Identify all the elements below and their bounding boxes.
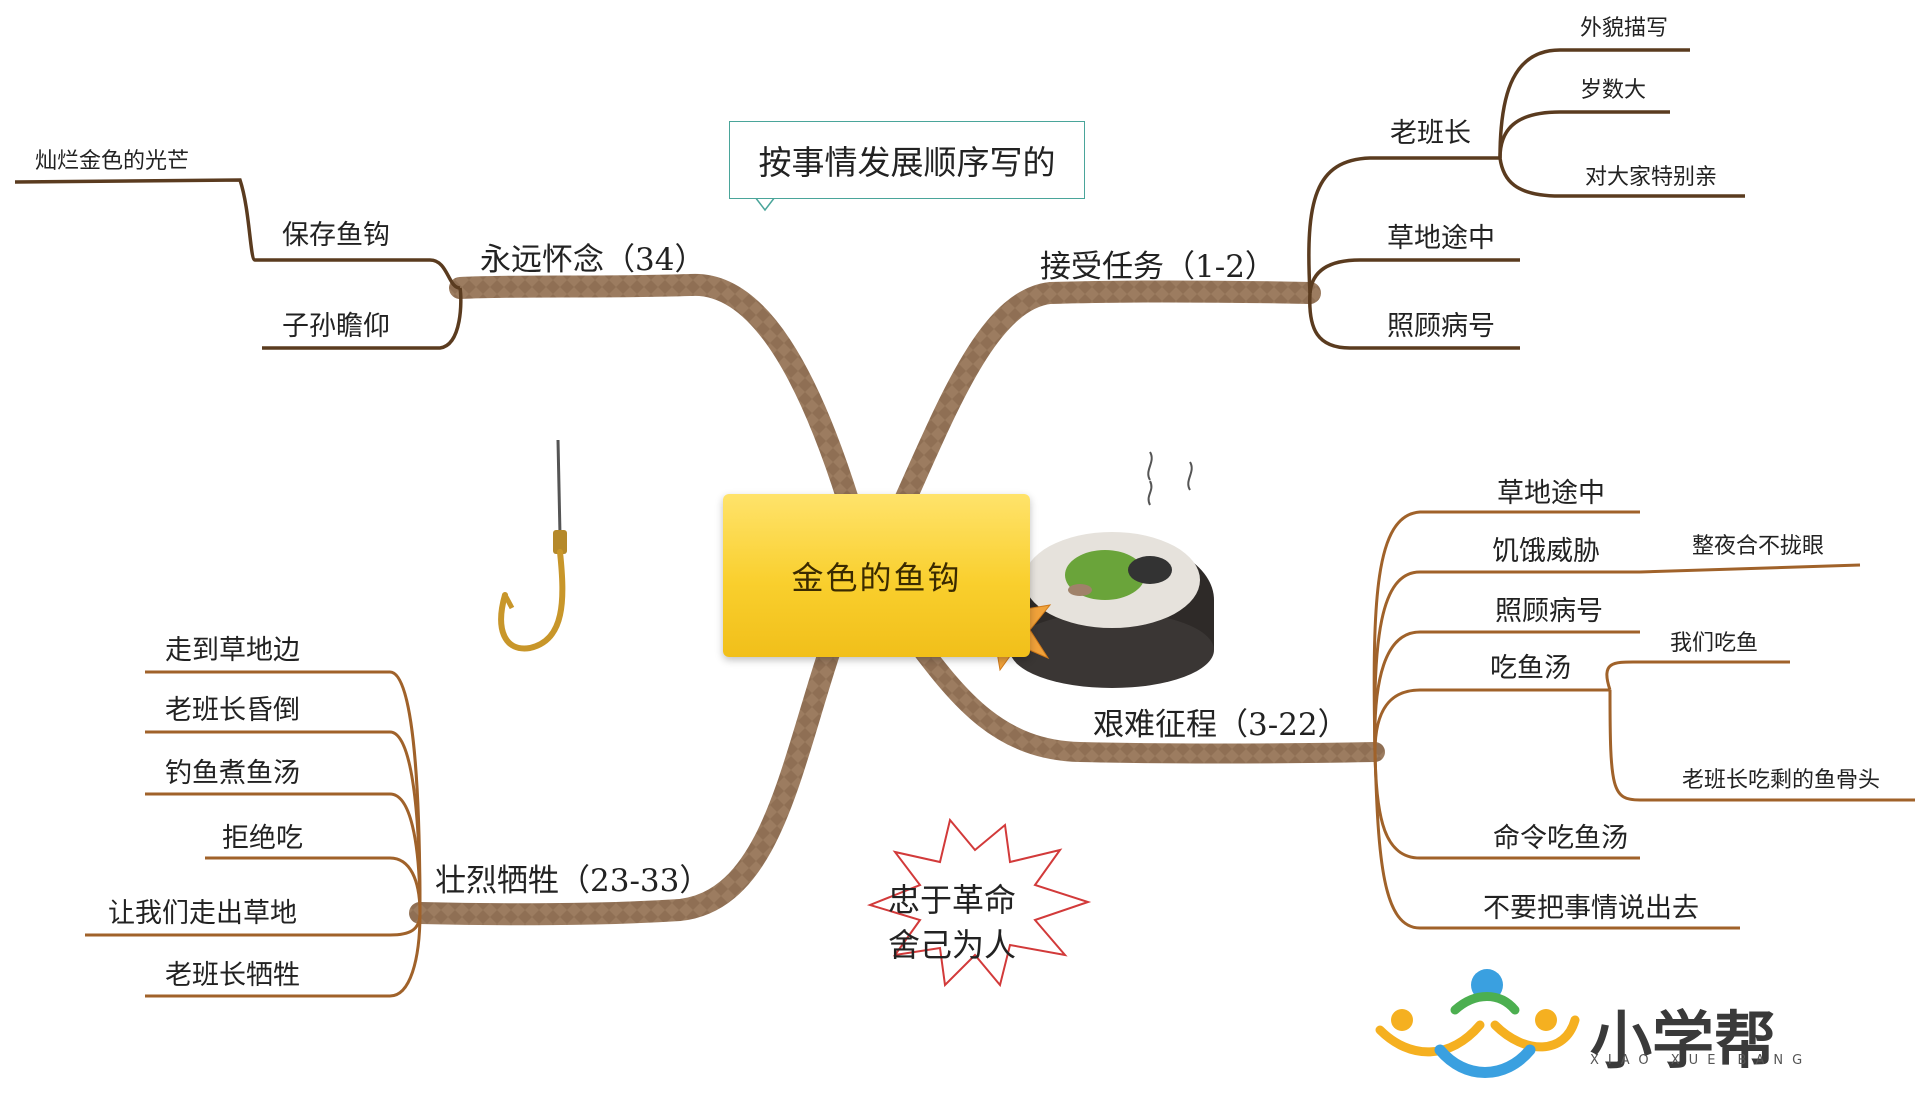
leaf-leftover-bones: 老班长吃剩的鱼骨头 <box>1682 768 1881 793</box>
branch-accept-task: 接受任务（1-2） <box>1040 249 1276 285</box>
logo-icon <box>1375 969 1580 1078</box>
branch-forever-remember: 永远怀念（34） <box>480 242 706 278</box>
callout-box: 按事情发展顺序写的 <box>729 121 1085 199</box>
burst-shape <box>866 817 1092 988</box>
leaf-old-age: 岁数大 <box>1580 78 1647 103</box>
node-care-patients: 照顾病号 <box>1387 311 1495 342</box>
leaf-sleepless: 整夜合不拢眼 <box>1692 534 1825 559</box>
hook-icon <box>498 439 567 652</box>
logo-name: 小学帮 <box>1590 1004 1777 1077</box>
trunk-top-left <box>449 273 859 511</box>
node-descendants-admire: 子孙瞻仰 <box>282 311 390 342</box>
leaf-golden-light: 灿烂金色的光芒 <box>35 149 190 174</box>
node-reach-edge: 走到草地边 <box>165 635 300 666</box>
trunk-bottom-right <box>905 630 1385 764</box>
node-b2-grassland: 草地途中 <box>1497 478 1605 509</box>
node-leader-faints: 老班长昏倒 <box>165 695 300 726</box>
leaf-appearance: 外貌描写 <box>1580 16 1669 41</box>
node-leader-dies: 老班长牺牲 <box>165 960 300 991</box>
node-eat-soup: 吃鱼汤 <box>1490 653 1571 684</box>
node-on-grassland: 草地途中 <box>1387 223 1495 254</box>
logo-sub: XIAO XUE BANG <box>1590 1053 1812 1068</box>
leaf-we-eat-fish: 我们吃鱼 <box>1670 631 1759 656</box>
branch-heroic-sacrifice: 壮烈牺牲（23-33） <box>435 863 711 899</box>
burst-line-1: 忠于革命 <box>887 881 1016 919</box>
callout-label: 按事情发展顺序写的 <box>758 143 1056 182</box>
leaf-very-kind: 对大家特别亲 <box>1585 165 1718 190</box>
node-keep-hook: 保存鱼钩 <box>282 220 390 251</box>
node-lead-out: 让我们走出草地 <box>108 898 297 929</box>
central-node: 金色的鱼钩 <box>723 494 1030 657</box>
soup-pot-icon <box>1010 451 1214 688</box>
central-label: 金色的鱼钩 <box>791 558 962 597</box>
branch-hard-journey: 艰难征程（3-22） <box>1093 707 1349 743</box>
node-order-soup: 命令吃鱼汤 <box>1493 823 1628 854</box>
trunk-bottom-left <box>409 639 841 926</box>
node-refuse-eat: 拒绝吃 <box>222 823 303 854</box>
node-fish-soup: 钓鱼煮鱼汤 <box>165 758 300 789</box>
node-old-squad-leader: 老班长 <box>1390 118 1471 149</box>
trunk-top-right <box>894 280 1321 511</box>
node-b2-care: 照顾病号 <box>1495 596 1603 627</box>
node-hunger: 饥饿威胁 <box>1492 536 1600 567</box>
burst-line-2: 舍己为人 <box>887 926 1016 964</box>
node-keep-secret: 不要把事情说出去 <box>1483 893 1699 924</box>
